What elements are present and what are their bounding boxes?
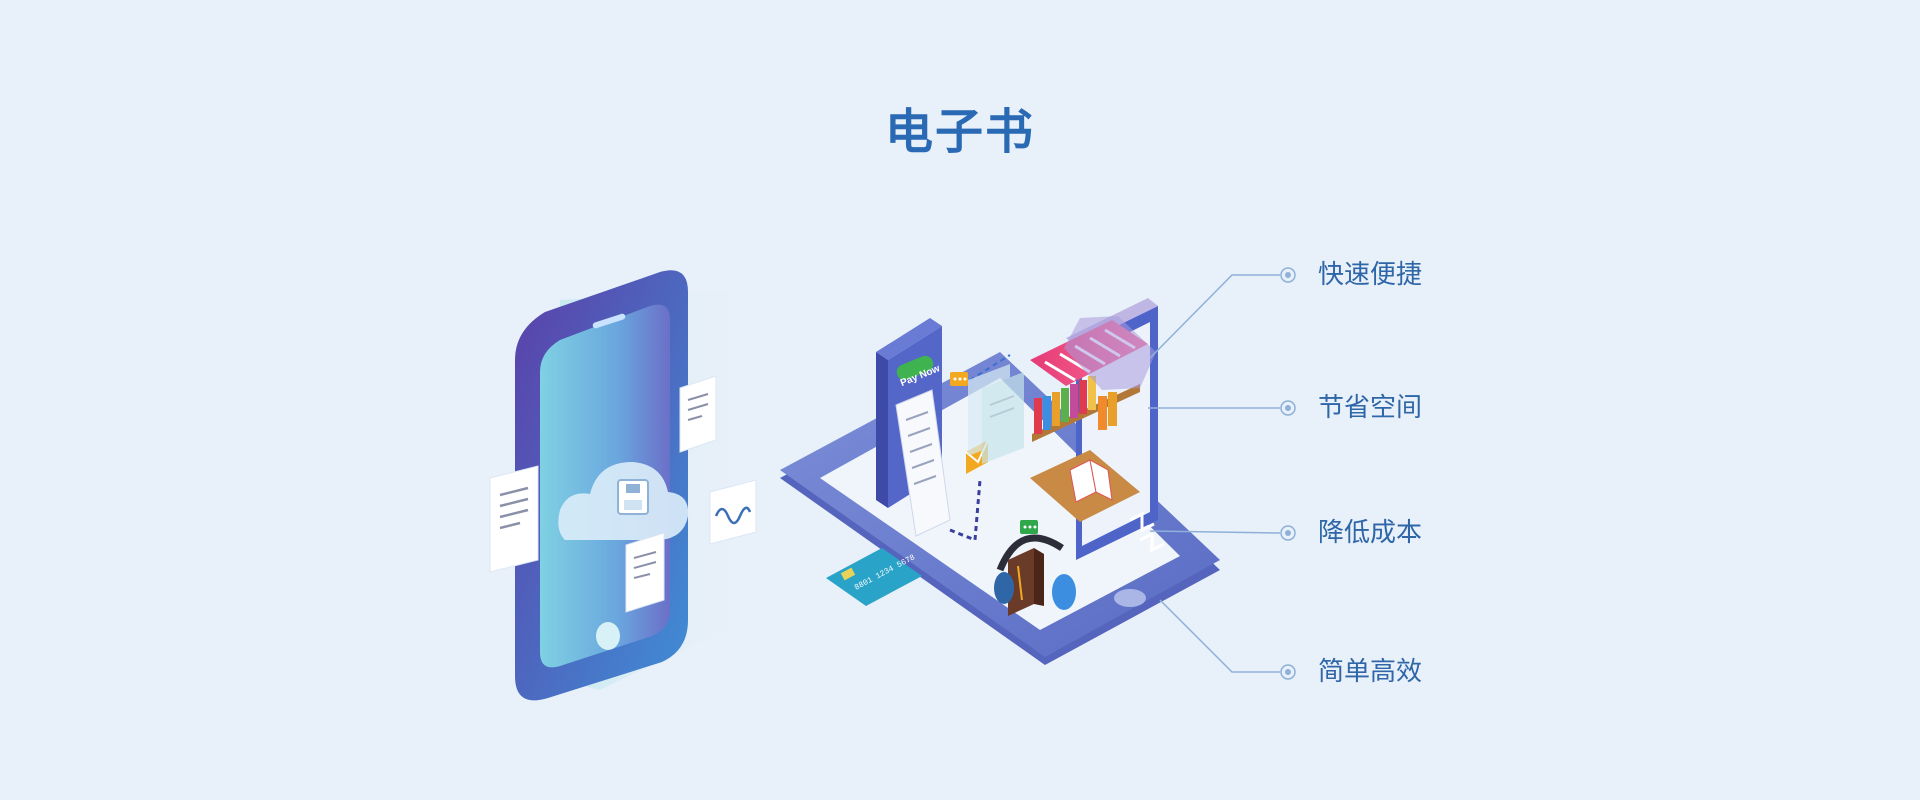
feature-label-cost: 降低成本 — [1318, 518, 1423, 548]
feature-marker — [1280, 267, 1296, 283]
feature-marker — [1280, 400, 1296, 416]
hexagon-shape — [1064, 316, 1156, 390]
feature-marker — [1280, 664, 1296, 680]
feature-label-simple: 简单高效 — [1318, 657, 1423, 687]
cloud-save-icon — [558, 462, 689, 540]
chat-bubble-icon — [950, 372, 968, 386]
document-icon — [489, 465, 539, 573]
audiobook-icon — [994, 534, 1076, 616]
document-icon — [679, 375, 717, 453]
phone-illustration — [489, 270, 757, 701]
credit-card-icon: 8801 1234 5678 — [826, 548, 922, 606]
feature-label-fast: 快速便捷 — [1318, 260, 1423, 290]
payment-phone: Pay Now — [876, 318, 951, 537]
feature-marker — [1280, 525, 1296, 541]
chat-bubble-icon — [1020, 520, 1038, 534]
tablet-store-illustration: Pay Now — [780, 298, 1220, 665]
document-icon — [968, 364, 1024, 464]
feature-markers — [1280, 267, 1296, 680]
waveform-card-icon — [709, 479, 757, 545]
open-book-icon — [1069, 459, 1113, 503]
document-icon — [625, 532, 665, 613]
feature-label-space: 节省空间 — [1318, 393, 1423, 423]
feature-connectors — [1148, 274, 1281, 673]
page-title: 电子书 — [884, 104, 1035, 160]
